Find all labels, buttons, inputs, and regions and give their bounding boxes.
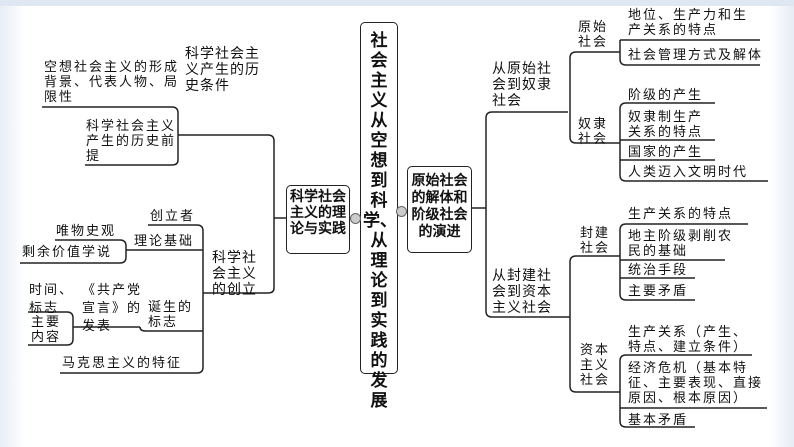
slide-top-bar <box>0 0 794 6</box>
left-connector-dot <box>350 213 361 224</box>
primitive-society-label: 原始社会 <box>578 20 609 50</box>
capitalist-item: 经济危机（基本特征、主要表现、直接原因、根本原因） <box>628 361 764 406</box>
feudal-item: 主要矛盾 <box>628 284 689 299</box>
right-topic-box: 原始社会的解体和阶级社会的演进 <box>407 166 472 253</box>
utopian-socialism-node: 空想社会主义的形成背景、代表人物、局限性 <box>44 60 180 105</box>
feudal-to-capitalist-label: 从封建社会到资本主义社会 <box>492 268 552 316</box>
capitalist-society-label: 资本主义社会 <box>580 343 611 388</box>
feudal-item: 地主阶级剥削农民的基础 <box>628 229 734 259</box>
founding-label: 科学社会主义的创立 <box>212 250 257 298</box>
primitive-to-slave-label: 从原始社会到奴隶社会 <box>492 61 552 109</box>
history-premise-node: 科学社会主义产生的历史前提 <box>86 119 177 164</box>
history-conditions-label: 科学社会主义产生的历史条件 <box>185 46 260 94</box>
birth-mark-node: 诞生的标志 <box>148 300 194 330</box>
right-connector-dot <box>396 206 407 217</box>
primitive-item: 社会管理方式及解体 <box>628 48 764 63</box>
slave-item: 阶级的产生 <box>628 88 704 103</box>
center-title-box: 社会主义从空想到科学、从理论到实践的发展 <box>360 22 398 411</box>
primitive-item: 地位、生产力和生产关系的特点 <box>628 8 749 38</box>
feudal-item: 生产关系的特点 <box>628 207 734 222</box>
main-content-node: 主要内容 <box>31 315 62 345</box>
capitalist-item: 基本矛盾 <box>628 413 689 428</box>
time-mark-node: 时间、标志 <box>29 283 75 316</box>
feudal-item: 统治手段 <box>628 263 689 278</box>
founder-node: 创立者 <box>150 209 196 224</box>
manifesto-node: 《共产党宣言》的发表 <box>82 283 143 334</box>
theory-basis-node: 理论基础 <box>134 234 195 249</box>
slave-society-label: 奴隶社会 <box>578 117 609 147</box>
marxism-features-node: 马克思主义的特征 <box>62 356 183 371</box>
surplus-value-node: 剩余价值学说 <box>22 245 113 260</box>
left-topic-box: 科学社会主义的理论与实践 <box>286 185 350 254</box>
slave-item: 人类迈入文明时代 <box>628 165 749 180</box>
slave-item: 国家的产生 <box>628 145 704 160</box>
historical-materialism-node: 唯物史观 <box>56 224 117 239</box>
slave-item: 奴隶制生产关系的特点 <box>628 110 704 140</box>
feudal-society-label: 封建社会 <box>580 226 611 256</box>
capitalist-item: 生产关系（产生、特点、建立条件） <box>628 325 749 355</box>
